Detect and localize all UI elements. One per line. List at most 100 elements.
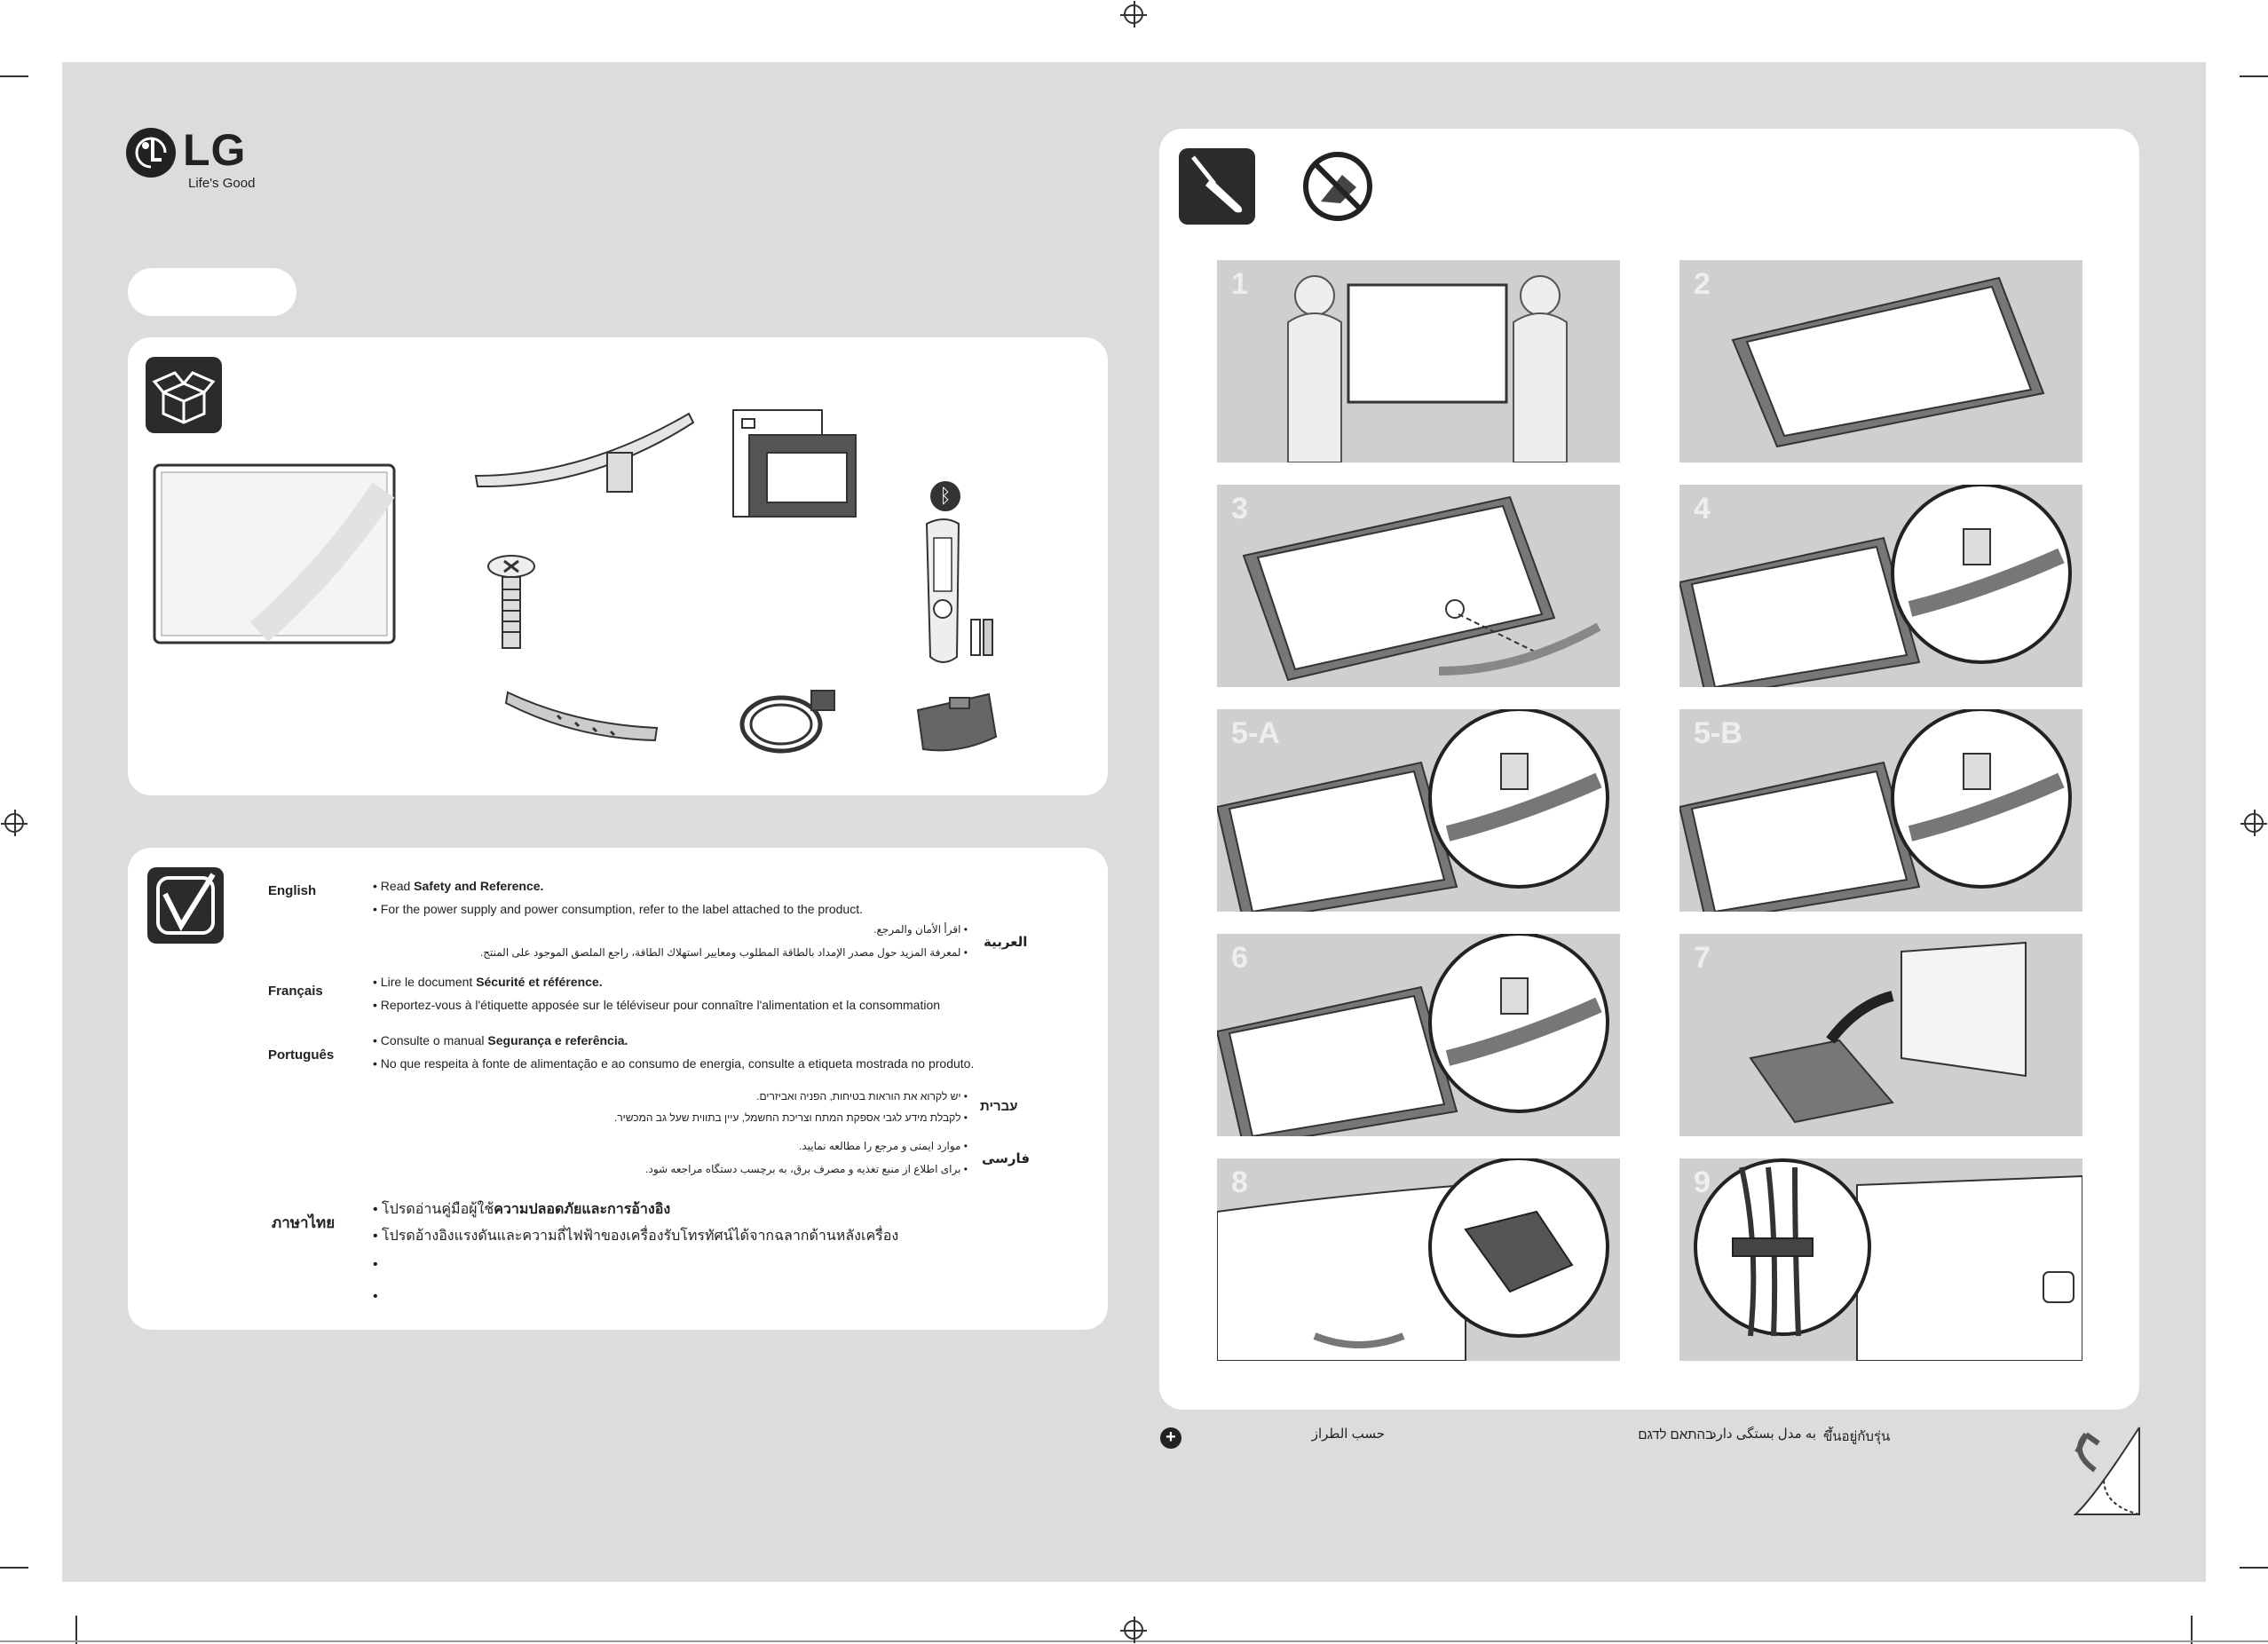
stand-cover-illustration	[916, 692, 998, 752]
step-illustration	[1242, 495, 1601, 682]
requirement-line: • โปรดอ้างอิงแรงดันและความถี่ไฟฟ้าของเคร…	[373, 1225, 898, 1247]
step-illustration	[1694, 1158, 2082, 1361]
assembly-step-5-A: 5-A	[1217, 709, 1620, 912]
requirement-line: • Lire le document Sécurité et référence…	[373, 975, 603, 989]
requirement-text: • โปรดอ่านคู่มือผู้ใช้	[373, 1202, 494, 1217]
crop-mark	[2240, 1567, 2268, 1569]
requirement-text: • اقرأ الأمان والمرجع.	[873, 923, 968, 936]
requirement-line: • יש לקרוא את הוראות בטיחות, הפניה ואביז…	[586, 1090, 968, 1103]
step-number: 5-A	[1231, 716, 1280, 750]
language-label: Português	[268, 1047, 335, 1063]
step-illustration	[1679, 709, 2072, 912]
checkmark-icon	[147, 867, 224, 944]
step-illustration	[1217, 1158, 1609, 1361]
requirement-line: • اقرأ الأمان والمرجع.	[522, 923, 968, 936]
open-box-icon	[146, 357, 222, 433]
remote-illustration	[925, 518, 993, 663]
lg-logo-mark	[126, 128, 176, 178]
screw-illustration	[487, 555, 535, 649]
cable-holder-illustration	[504, 691, 659, 742]
requirement-text: • برای اطلاع از منبع تغذیه و مصرف برق، ب…	[645, 1163, 968, 1175]
step-number: 1	[1231, 267, 1248, 301]
crop-mark	[2240, 75, 2268, 77]
requirement-emphasis: Segurança e referência.	[487, 1033, 628, 1047]
registration-mark	[1, 810, 28, 836]
assembly-step-2: 2	[1679, 260, 2082, 462]
manual-illustration	[732, 409, 857, 518]
assembly-step-6: 6	[1217, 934, 1620, 1136]
assembly-step-7: 7	[1679, 934, 2082, 1136]
crop-mark	[2191, 1616, 2193, 1644]
screwdriver-icon	[1179, 148, 1255, 225]
requirement-line: • Reportez-vous à l'étiquette apposée su…	[373, 998, 940, 1012]
footer-note-hebrew: בהתאם לדגם	[1638, 1427, 1713, 1442]
language-label: فارسی	[982, 1151, 1031, 1166]
brand-tagline: Life's Good	[188, 176, 256, 191]
bluetooth-icon: ᛒ	[930, 481, 960, 511]
assembly-step-5-B: 5-B	[1679, 709, 2082, 912]
requirement-line: • Consulte o manual Segurança e referênc…	[373, 1033, 628, 1047]
crop-mark	[75, 1616, 77, 1644]
requirement-line: • No que respeita à fonte de alimentação…	[373, 1056, 974, 1071]
requirement-line: •	[373, 1289, 378, 1305]
requirement-text: • موارد ایمنی و مرجع را مطالعه نمایید.	[799, 1140, 968, 1152]
requirement-line: • לקבלת מידע לגבי אספקת המתח וצריכת החשמ…	[586, 1111, 968, 1124]
requirement-emphasis: Safety and Reference.	[414, 879, 544, 893]
assembly-step-8: 8	[1217, 1158, 1620, 1361]
step-number: 8	[1231, 1166, 1248, 1199]
step-illustration	[1679, 485, 2072, 687]
step-number: 9	[1694, 1166, 1711, 1199]
model-label-pill	[128, 268, 296, 316]
step-number: 6	[1231, 941, 1248, 975]
step-illustration	[1287, 275, 1568, 462]
step-illustration	[1217, 709, 1609, 912]
language-label: ภาษาไทย	[272, 1214, 336, 1231]
step-number: 7	[1694, 941, 1711, 975]
requirement-text: • No que respeita à fonte de alimentação…	[373, 1056, 975, 1071]
page-turn-icon	[2073, 1427, 2140, 1515]
crop-mark	[0, 75, 28, 77]
requirement-text: •	[373, 1257, 378, 1272]
registration-mark	[1120, 1616, 1147, 1643]
footer-note-arabic: حسب الطراز	[1311, 1427, 1385, 1442]
requirement-line: • موارد ایمنی و مرجع را مطالعه نمایید.	[621, 1140, 968, 1152]
requirement-line: • โปรดอ่านคู่มือผู้ใช้ความปลอดภัยและการอ…	[373, 1198, 670, 1221]
plus-circle-icon: +	[1160, 1427, 1181, 1449]
step-number: 4	[1694, 492, 1711, 526]
language-label: Français	[268, 984, 323, 999]
requirement-line: • برای اطلاع از منبع تغذیه و مصرف برق، ب…	[621, 1163, 968, 1175]
brand-name: LG	[183, 125, 247, 175]
crop-mark	[0, 1567, 28, 1569]
power-cord-illustration	[739, 690, 835, 754]
requirements-panel	[128, 848, 1108, 1330]
requirement-emphasis: Sécurité et référence.	[476, 975, 603, 989]
assembly-step-4: 4	[1679, 485, 2082, 687]
stand-illustration	[474, 412, 695, 493]
footer-note-thai: ขึ้นอยู่กับรุ่น	[1823, 1429, 1891, 1444]
requirement-emphasis: ความปลอดภัยและการอ้างอิง	[494, 1202, 671, 1217]
registration-mark	[2240, 810, 2267, 836]
step-illustration	[1217, 934, 1609, 1136]
step-illustration	[1731, 276, 2045, 448]
requirement-text: • โปรดอ้างอิงแรงดันและความถี่ไฟฟ้าของเคร…	[373, 1229, 899, 1244]
assembly-step-9: 9	[1679, 1158, 2082, 1361]
assembly-step-3: 3	[1217, 485, 1620, 687]
step-number: 3	[1231, 492, 1248, 526]
requirement-text: • יש לקרוא את הוראות בטיחות, הפניה ואביז…	[756, 1090, 968, 1103]
requirement-line: • Read Safety and Reference.	[373, 879, 543, 893]
footer-note-persian: به مدل بستگی دارد	[1710, 1427, 1816, 1442]
requirement-text: •	[373, 1289, 378, 1304]
language-label: עברית	[980, 1099, 1018, 1114]
no-power-tool-icon	[1300, 148, 1376, 225]
registration-mark	[1120, 1, 1147, 28]
step-illustration	[1749, 941, 2027, 1124]
step-number: 2	[1694, 267, 1711, 301]
step-number: 5-B	[1694, 716, 1742, 750]
requirement-line: •	[373, 1257, 378, 1273]
requirement-text: • For the power supply and power consump…	[373, 902, 864, 916]
lg-logo: LG Life's Good	[126, 124, 304, 195]
requirement-text: • Lire le document	[373, 975, 477, 989]
requirement-text: • לקבלת מידע לגבי אספקת המתח וצריכת החשמ…	[613, 1111, 968, 1124]
requirement-line: • For the power supply and power consump…	[373, 902, 863, 916]
components-panel: ᛒ	[128, 337, 1108, 795]
